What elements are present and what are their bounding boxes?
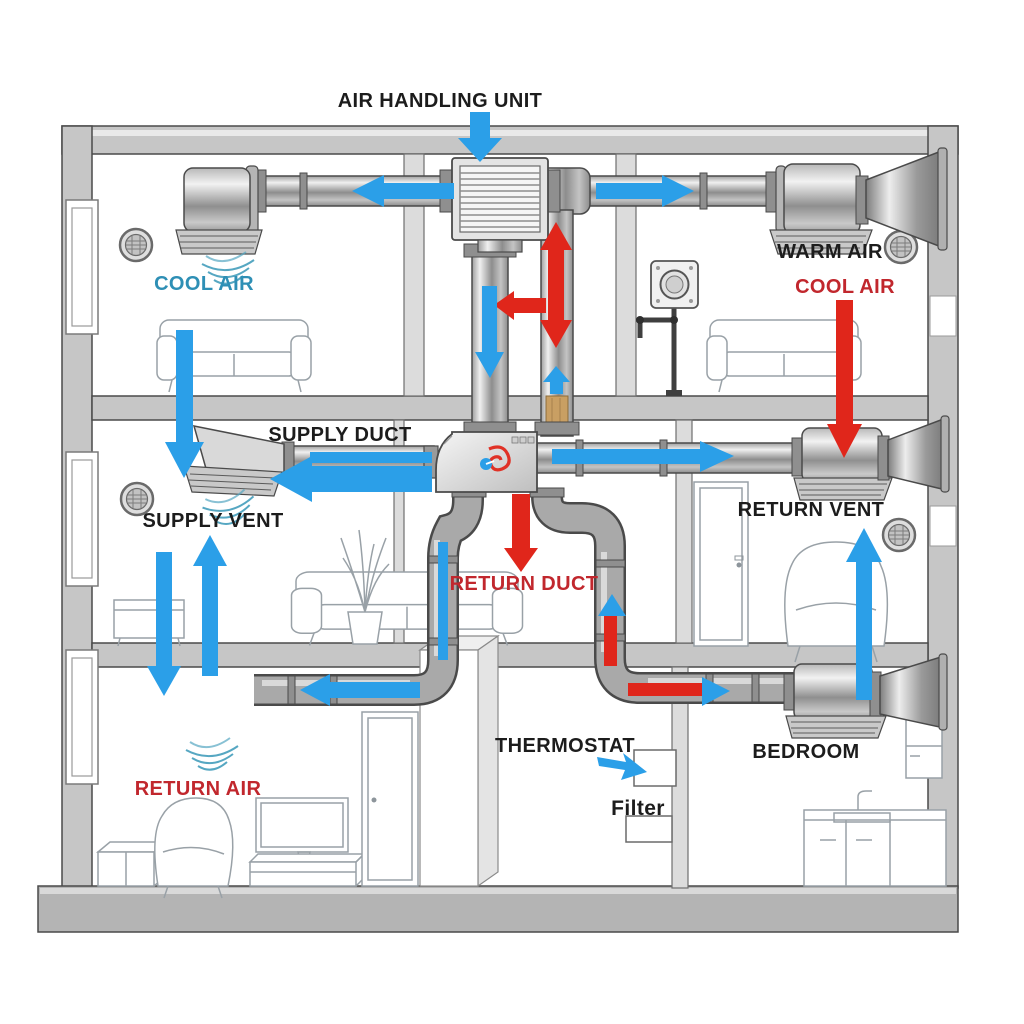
tv-stand: [250, 854, 364, 886]
supply-vent-unit: [175, 165, 267, 255]
down-arrow-icon: [458, 112, 502, 162]
label-thermostat: THERMOSTAT: [495, 735, 635, 757]
label-air-handling-unit: AIR HANDLING UNIT: [338, 90, 543, 112]
right-arrow-icon: [596, 175, 694, 207]
label-supply-vent: SUPPLY VENT: [142, 510, 283, 532]
floor-slab-2: [91, 642, 929, 668]
up-arrow-icon: [193, 535, 227, 676]
interior-wall-mid-right: [675, 419, 693, 644]
label-bedroom: BEDROOM: [752, 741, 859, 763]
cabinet: [98, 842, 166, 886]
window: [929, 295, 957, 337]
side-table: [114, 600, 184, 646]
left-arrow-icon: [300, 674, 420, 706]
label-cool-air-left: COOL AIR: [154, 273, 254, 295]
down-arrow-icon: [165, 330, 204, 478]
up-arrow-icon: [543, 366, 570, 394]
floor-slab-1: [91, 395, 929, 421]
door: [362, 712, 418, 886]
down-arrow-icon: [147, 552, 181, 696]
supply-wedge-diffuser: [183, 425, 285, 497]
armchair: [155, 798, 233, 898]
ceiling-vent-icon: [881, 517, 917, 553]
ceiling-vent-icon: [118, 227, 154, 263]
label-return-vent: RETURN VENT: [738, 499, 885, 521]
up-down-arrow-icon: [540, 222, 572, 348]
window: [65, 649, 99, 785]
down-arrow-icon: [504, 494, 538, 572]
interior-wall-top-left: [403, 153, 425, 397]
plant: [341, 530, 389, 644]
roof-highlight: [66, 130, 954, 136]
cone-diffuser: [865, 148, 945, 250]
filter-box: [625, 815, 673, 843]
interior-wall-mid-left: [393, 419, 405, 644]
left-arrow-icon: [352, 175, 454, 207]
down-arrow-icon: [827, 300, 862, 458]
label-cool-air-right: COOL AIR: [795, 276, 895, 298]
window: [65, 199, 99, 335]
label-warm-air: WARM AIR: [777, 241, 883, 263]
door: [694, 482, 748, 646]
fan-logo-icon: [480, 445, 511, 472]
left-arrow-icon: [270, 456, 432, 502]
up-arrow-icon: [846, 528, 882, 700]
label-filter: Filter: [611, 797, 665, 820]
window: [929, 505, 957, 547]
tv: [256, 798, 348, 860]
return-flow-bedroom: [598, 594, 730, 706]
air-handling-unit: [439, 157, 561, 253]
warm-air-diffuser-unit: [765, 147, 948, 255]
thermostat-box: [633, 749, 677, 787]
interior-wall-top-right: [615, 153, 637, 397]
wall-fan-icon: [636, 260, 699, 396]
right-arrow-icon: [552, 441, 734, 472]
return-vent-unit: [791, 415, 950, 501]
pointer-arrow-icon: [597, 753, 647, 780]
left-arrow-icon: [494, 291, 546, 320]
flow-stripe: [310, 452, 432, 463]
down-arrow-icon: [475, 286, 504, 378]
label-return-air: RETURN AIR: [135, 778, 262, 800]
flow-stripe: [438, 542, 448, 660]
cone-diffuser: [887, 416, 947, 491]
window: [65, 451, 99, 587]
label-supply-duct: SUPPLY DUCT: [268, 424, 411, 446]
airflow-waves-icon: [185, 737, 239, 771]
bedroom-vent-unit: [783, 653, 948, 739]
bedroom-branch-duct: [531, 490, 794, 704]
base-highlight: [40, 888, 956, 894]
label-return-duct: RETURN DUCT: [450, 573, 599, 595]
airflow-arrows: [147, 112, 882, 780]
